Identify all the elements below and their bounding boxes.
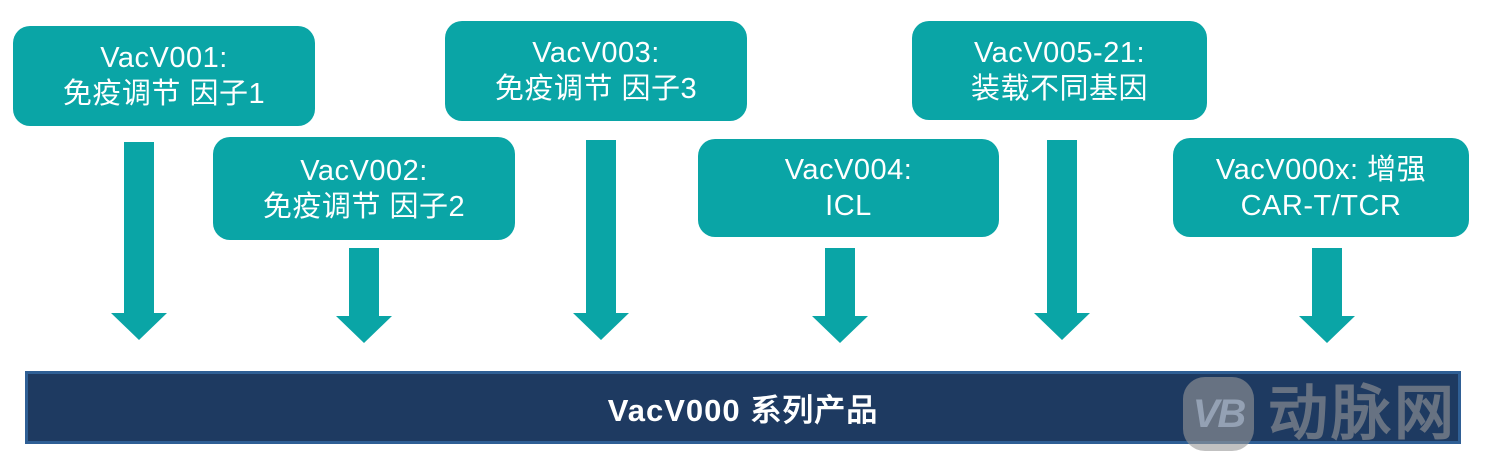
series-bar: VacV000 系列产品 [25,371,1461,444]
product-box-vacv003: VacV003: 免疫调节 因子3 [445,21,747,121]
product-code: VacV001: [100,42,228,74]
down-arrow-icon [111,142,167,340]
product-desc: CAR-T/TCR [1240,189,1402,222]
product-code: VacV002: [300,154,428,187]
down-arrow-icon [812,248,868,343]
product-code: VacV005-21: [973,36,1146,69]
product-box-vacv004: VacV004: ICL [698,139,999,237]
product-box-vacv005-21: VacV005-21: 装载不同基因 [912,21,1207,120]
product-box-vacv000x: VacV000x: 增强 CAR-T/TCR [1173,138,1469,237]
down-arrow-icon [1034,140,1090,340]
product-desc: 装载不同基因 [970,72,1148,105]
product-box-vacv001: VacV001: 免疫调节 因子1 [13,26,315,126]
product-code: VacV003: [532,37,660,69]
down-arrow-icon [1299,248,1355,343]
product-desc: 免疫调节 因子1 [62,78,266,110]
product-code: VacV004: [784,154,913,186]
down-arrow-icon [336,248,392,343]
series-bar-label: VacV000 系列产品 [607,393,879,428]
product-desc: 免疫调节 因子3 [494,73,698,105]
product-desc: 免疫调节 因子2 [262,190,466,223]
product-box-vacv002: VacV002: 免疫调节 因子2 [213,137,515,240]
product-code: VacV000x: 增强 [1215,153,1427,186]
product-desc: ICL [825,190,872,222]
down-arrow-icon [573,140,629,340]
